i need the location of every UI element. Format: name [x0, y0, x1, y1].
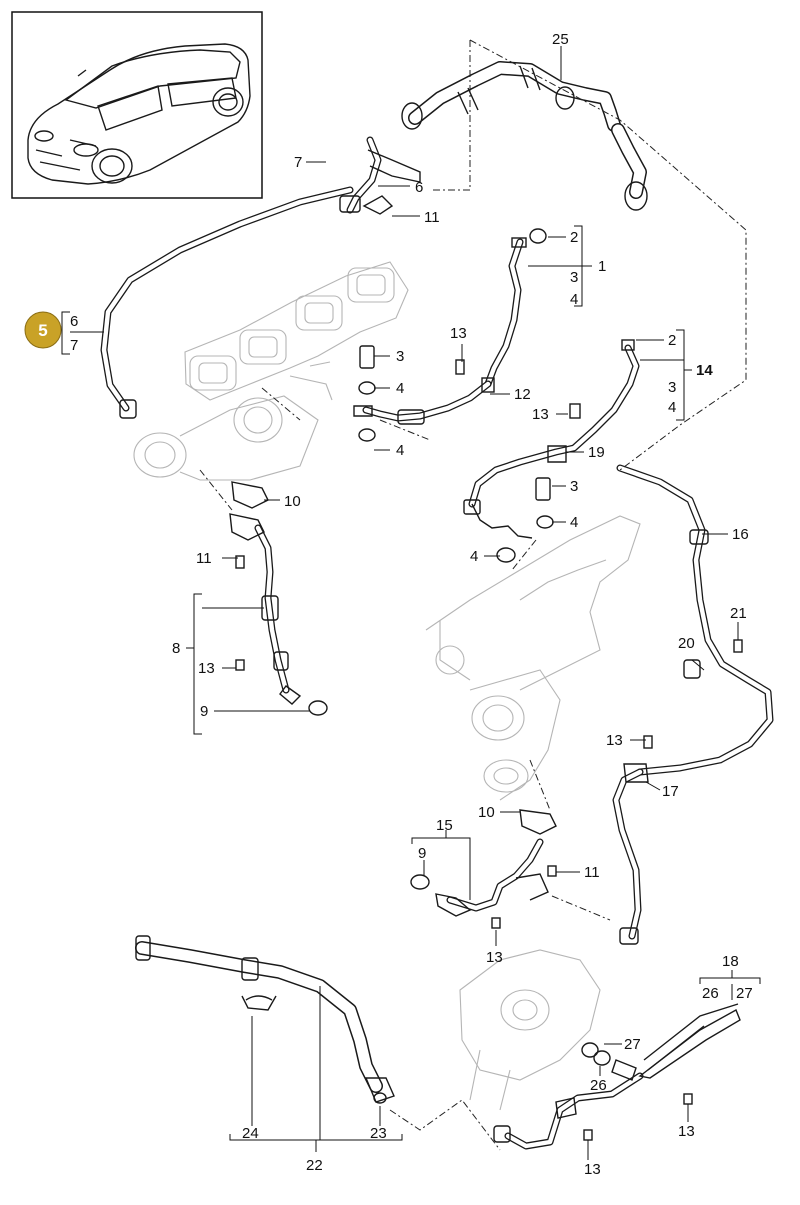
label-11b: 11 [196, 550, 212, 567]
label-4a: 4 [570, 291, 578, 308]
label-8: 8 [172, 640, 180, 657]
badge-sub-b: 7 [70, 337, 78, 354]
label-13d: 13 [606, 732, 623, 749]
label-4b: 4 [396, 380, 404, 397]
line-14 [463, 339, 640, 539]
label-26a: 26 [702, 985, 719, 1002]
label-3b: 3 [396, 348, 404, 365]
line-18 [493, 1003, 741, 1150]
label-13c: 13 [198, 660, 215, 677]
label-2b: 2 [668, 332, 676, 349]
label-3a: 3 [570, 269, 578, 286]
part-labels: 25 7 6 11 2 1 3 4 3 4 4 13 12 2 14 3 4 1… [172, 31, 753, 1178]
label-4e: 4 [570, 514, 578, 531]
fittings-3-4-upper [358, 345, 465, 442]
label-10b: 10 [478, 804, 495, 821]
line-8 [229, 481, 328, 716]
line-17 [612, 735, 653, 945]
label-13g: 13 [584, 1161, 601, 1178]
line-12 [353, 377, 495, 425]
label-13e: 13 [486, 949, 503, 966]
label-25: 25 [552, 31, 569, 48]
label-22: 22 [306, 1157, 323, 1174]
label-12: 12 [514, 386, 531, 403]
label-20: 20 [678, 635, 695, 652]
label-6a: 6 [415, 179, 423, 196]
hose-6-7 [100, 136, 421, 419]
label-21: 21 [730, 605, 747, 622]
label-26b: 26 [590, 1077, 607, 1094]
label-24: 24 [242, 1125, 259, 1142]
badge-sub-a: 6 [70, 313, 78, 330]
fittings-3-4-right [496, 477, 554, 563]
label-1: 1 [598, 258, 606, 275]
hose-16 [616, 464, 774, 776]
label-10a: 10 [284, 493, 301, 510]
label-4d: 4 [668, 399, 676, 416]
exhaust-manifold-upper [184, 261, 409, 401]
exhaust-manifold-right [425, 515, 641, 801]
label-2a: 2 [570, 229, 578, 246]
connection-lines [199, 39, 747, 1151]
label-16: 16 [732, 526, 749, 543]
label-27a: 27 [736, 985, 753, 1002]
label-11c: 11 [584, 864, 600, 881]
hose-25 [401, 61, 648, 211]
label-13f: 13 [678, 1123, 695, 1140]
label-11a: 11 [424, 209, 440, 226]
label-27b: 27 [624, 1036, 641, 1053]
label-9a: 9 [200, 703, 208, 720]
label-13b: 13 [532, 406, 549, 423]
label-14: 14 [696, 362, 713, 379]
leader-lines [61, 46, 761, 1160]
label-17: 17 [662, 783, 679, 800]
label-4c: 4 [396, 442, 404, 459]
callout-badge-5: 5 6 7 [24, 311, 78, 354]
label-3c: 3 [668, 379, 676, 396]
label-9b: 9 [418, 845, 426, 862]
car-thumbnail [11, 11, 263, 199]
label-15: 15 [436, 817, 453, 834]
label-7a: 7 [294, 154, 302, 171]
turbocharger-lower [459, 949, 601, 1111]
label-13a: 13 [450, 325, 467, 342]
line-1 [484, 228, 547, 388]
label-23: 23 [370, 1125, 387, 1142]
line-15 [410, 809, 557, 929]
badge-number: 5 [38, 321, 47, 340]
turbocharger-left [133, 361, 333, 481]
label-19: 19 [588, 444, 605, 461]
label-18: 18 [722, 953, 739, 970]
label-3d: 3 [570, 478, 578, 495]
label-4f: 4 [470, 548, 478, 565]
hose-22 [135, 935, 395, 1104]
